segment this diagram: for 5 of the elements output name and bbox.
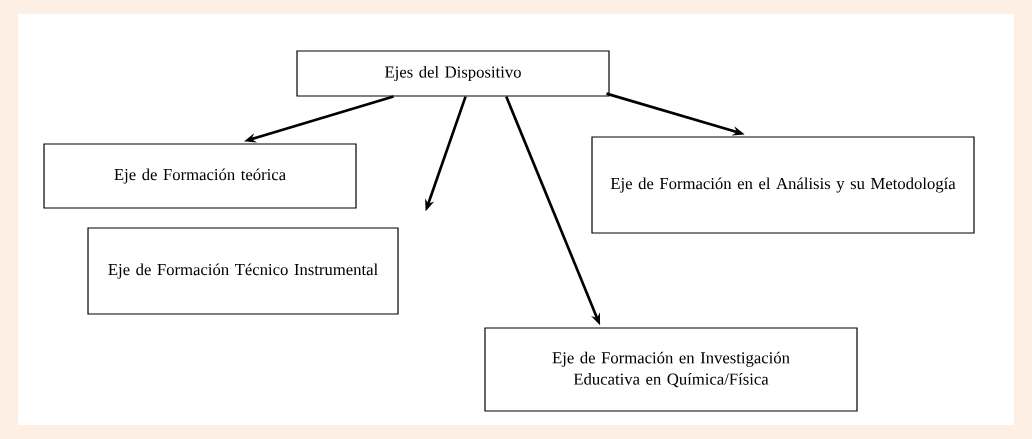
text-box: Ejes del Dispositivo <box>296 50 610 97</box>
text-box: Eje de Formación en el Análisis y su Metodología <box>591 136 975 234</box>
text-box: Eje de Formación en Investigación Educativa en Química/Física <box>484 327 858 412</box>
text-box: Eje de Formación teórica <box>43 143 357 209</box>
text-box: Eje de Formación Técnico Instrumental <box>87 227 399 315</box>
